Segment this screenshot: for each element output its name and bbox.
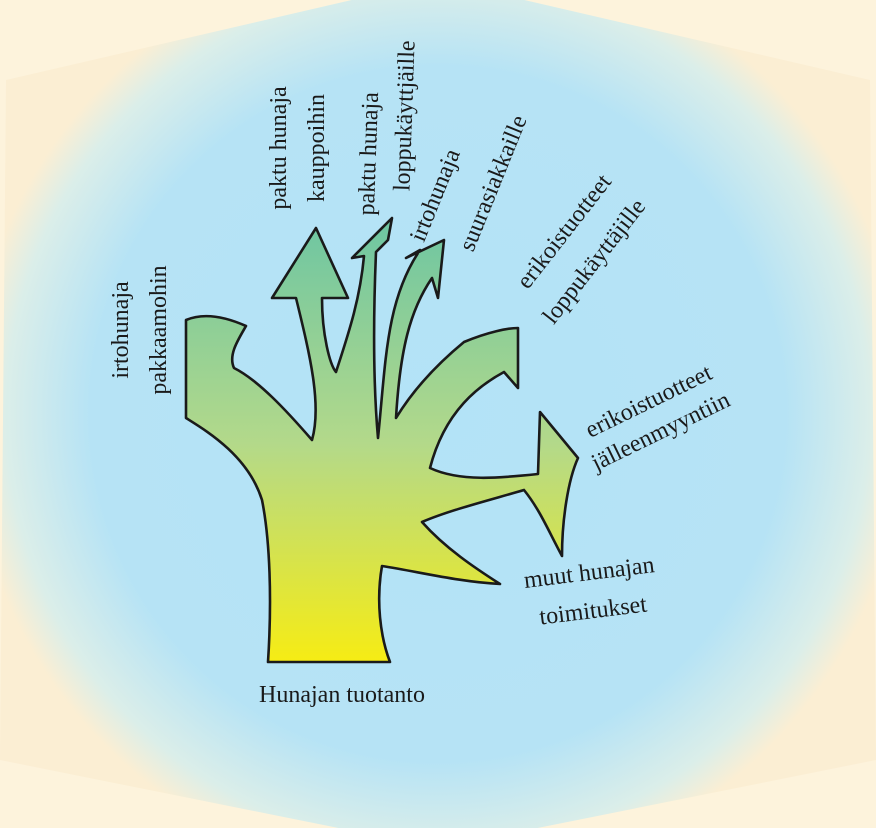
branch-label-paktu-loppukayttajille-line1: paktu hunaja	[354, 91, 384, 215]
branch-label-paktu-loppukayttajille-line2: loppukäyttjäille	[389, 40, 420, 191]
root-label: Hunajan tuotanto	[259, 682, 425, 708]
branch-label-paktu-kauppoihin-line2: kauppoihin	[304, 94, 330, 202]
branch-label-irtohunaja-pakkaamohin-line2: pakkaamohin	[146, 265, 172, 394]
branch-label-paktu-kauppoihin-line1: paktu hunaja	[266, 86, 292, 210]
branch-label-irtohunaja-pakkaamohin-line1: irtohunaja	[108, 281, 134, 379]
